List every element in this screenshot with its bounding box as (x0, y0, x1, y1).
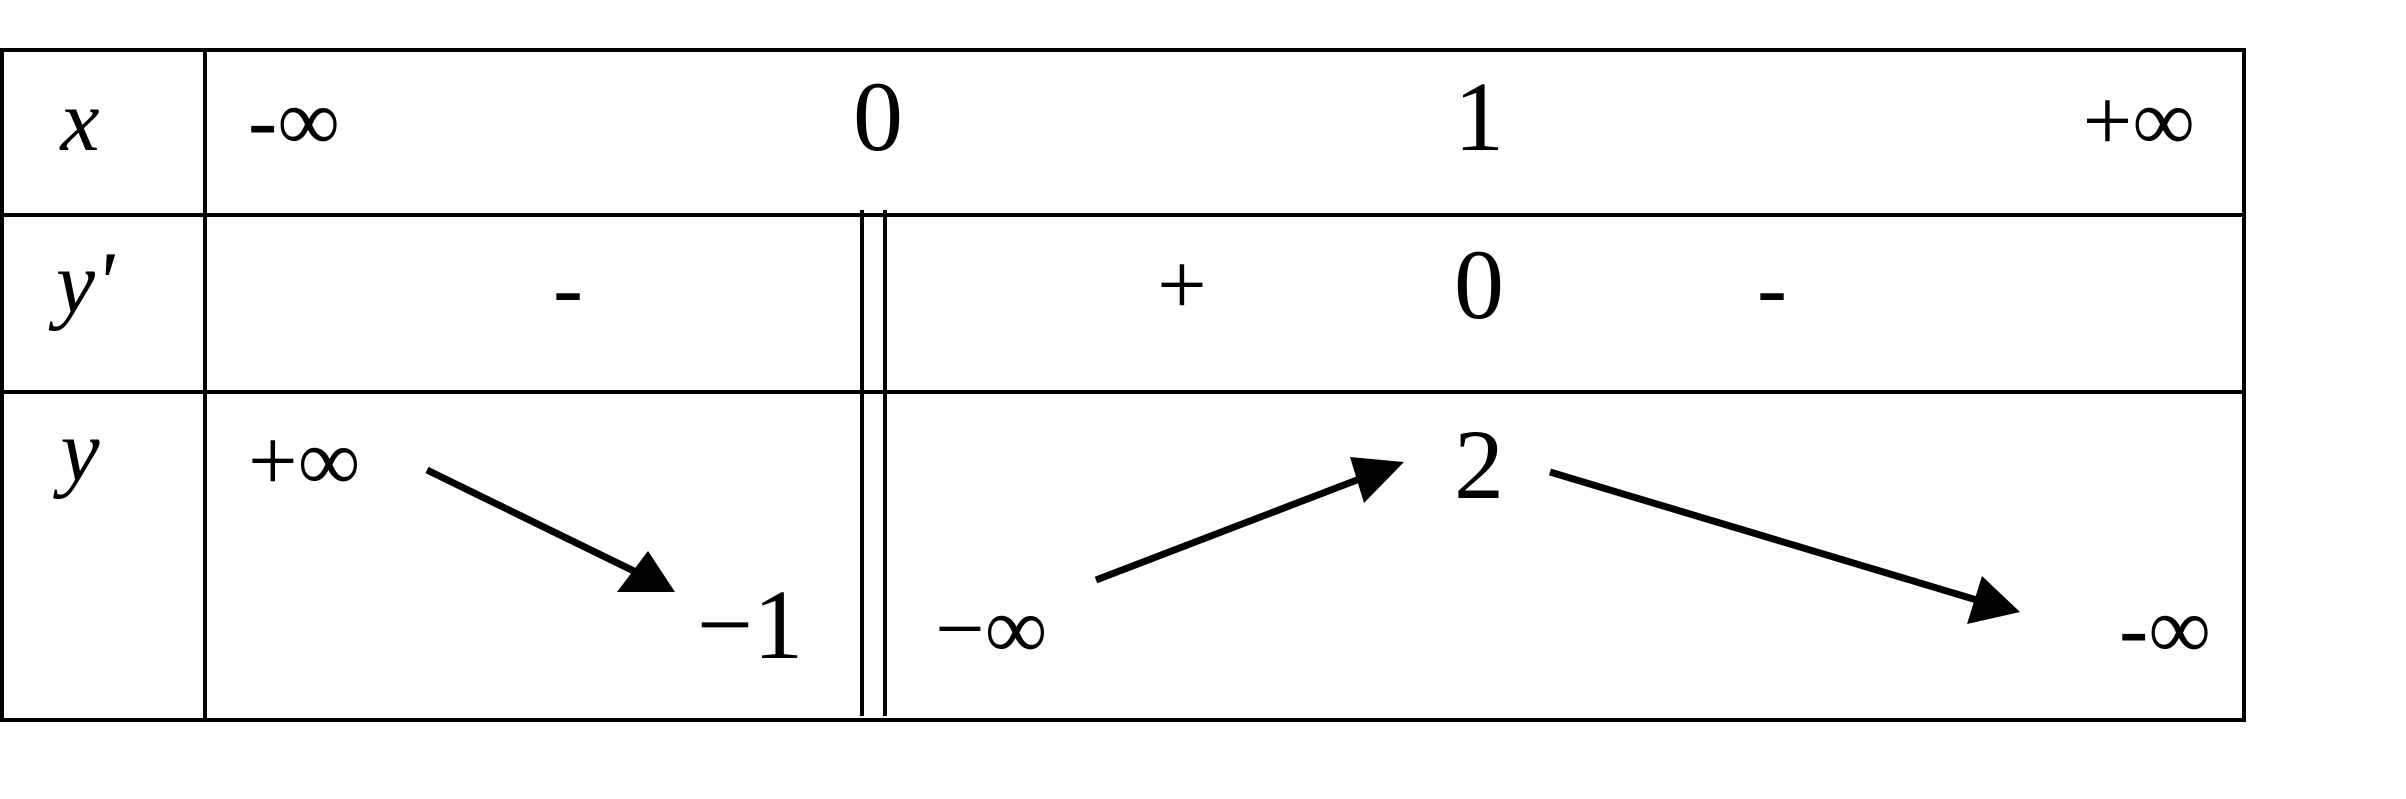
y-max-value: 2 (1454, 409, 1504, 520)
y-value-minus-one: −1 (697, 569, 803, 680)
table-frame (0, 48, 2246, 722)
row-label-y: y (52, 403, 100, 500)
y-end-neg-infinity: -∞ (2119, 581, 2211, 678)
row-label-x: x (58, 73, 99, 170)
x-pos-infinity: +∞ (2083, 73, 2195, 170)
derivative-zero: 0 (1454, 229, 1504, 340)
y-value-neg-infinity: −∞ (935, 581, 1047, 678)
x-neg-infinity: -∞ (248, 73, 340, 170)
y-start-pos-infinity: +∞ (248, 413, 360, 510)
arrow-increasing (1094, 457, 1404, 584)
row-label-y-prime: y' (48, 235, 116, 332)
x-zero: 0 (853, 61, 903, 172)
derivative-sign-plus: + (1157, 237, 1207, 334)
derivative-sign-minus-right: - (1757, 239, 1787, 338)
x-one: 1 (1454, 61, 1504, 172)
arrow-decreasing-right (1548, 468, 2020, 624)
arrow-decreasing-left (425, 466, 675, 592)
derivative-sign-minus-left: - (553, 239, 583, 338)
